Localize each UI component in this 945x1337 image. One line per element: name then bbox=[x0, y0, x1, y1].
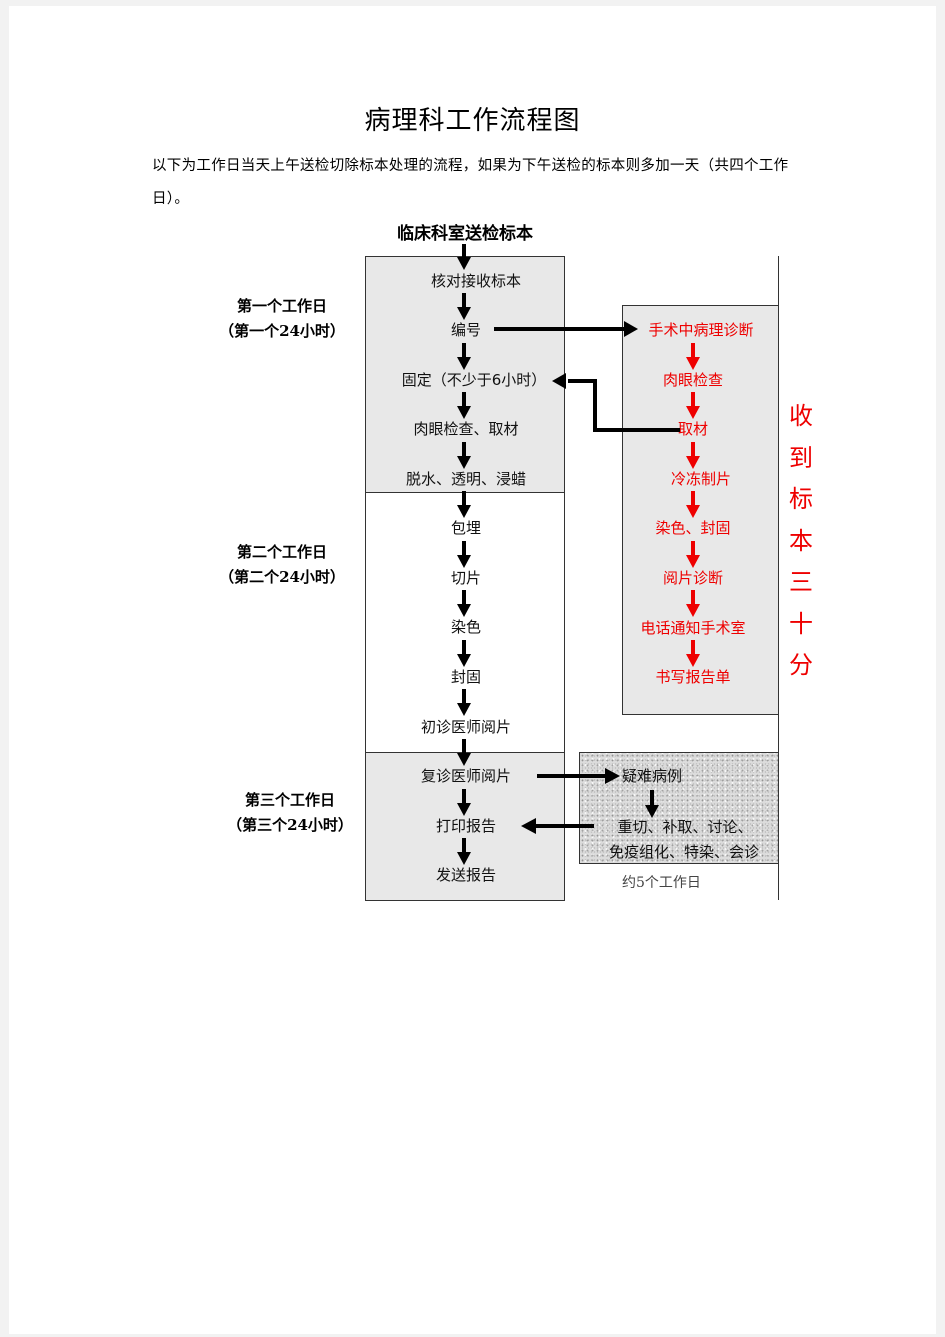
difficult-case-duration: 约5个工作日 bbox=[622, 875, 701, 891]
day1-hours: （第一个24小时） bbox=[219, 322, 345, 340]
frozen-arrow-2 bbox=[686, 442, 700, 469]
frozen-step-diagnosis: 阅片诊断 bbox=[662, 569, 724, 587]
frozen-arrow-1 bbox=[686, 392, 700, 419]
frozen-arrow-5 bbox=[686, 590, 700, 617]
start-label: 临床科室送检标本 bbox=[397, 224, 533, 244]
step-numbering: 编号 bbox=[450, 321, 482, 339]
step-print-report: 打印报告 bbox=[435, 817, 497, 835]
main-arrow-2 bbox=[457, 343, 471, 370]
main-arrow-4 bbox=[457, 442, 471, 469]
arrow-review-to-difficult bbox=[537, 768, 620, 784]
frozen-step-report: 书写报告单 bbox=[655, 668, 731, 686]
frozen-step-stain: 染色、封固 bbox=[655, 519, 731, 537]
day1-label: 第一个工作日 （第一个24小时） bbox=[192, 294, 372, 344]
frozen-time-note: 收到标本三十分 bbox=[789, 402, 813, 679]
day2-label: 第二个工作日 （第二个24小时） bbox=[192, 540, 372, 590]
step-receive: 核对接收标本 bbox=[430, 272, 522, 290]
arrow-numbering-to-frozen bbox=[494, 321, 638, 337]
day1-name: 第一个工作日 bbox=[236, 297, 327, 315]
step-send-report: 发送报告 bbox=[435, 866, 497, 884]
main-arrow-12 bbox=[457, 838, 471, 865]
day3-name: 第三个工作日 bbox=[244, 791, 335, 809]
frozen-flow-arrows bbox=[686, 343, 700, 667]
step-fixation: 固定（不少于6小时） bbox=[401, 371, 547, 389]
day3-hours: （第三个24小时） bbox=[227, 816, 353, 834]
step-gross-exam: 肉眼检查、取材 bbox=[413, 420, 519, 438]
frozen-step-sampling: 取材 bbox=[677, 420, 709, 438]
step-sectioning: 切片 bbox=[450, 569, 482, 587]
main-arrow-7 bbox=[457, 590, 471, 617]
main-arrow-8 bbox=[457, 640, 471, 667]
arrow-difficult-down bbox=[645, 790, 659, 818]
arrow-frozen-sampling-to-fixation bbox=[552, 373, 680, 432]
difficult-case-actions-2: 免疫组化、特染、会诊 bbox=[608, 843, 760, 861]
frozen-arrow-6 bbox=[686, 640, 700, 667]
step-second-review: 复诊医师阅片 bbox=[420, 767, 512, 785]
vertical-divider-line bbox=[778, 256, 780, 900]
arrow-difficult-to-print bbox=[521, 818, 594, 834]
frozen-arrow-4 bbox=[686, 541, 700, 568]
frozen-step-intraop: 手术中病理诊断 bbox=[648, 321, 754, 339]
page-title: 病理科工作流程图 bbox=[364, 106, 581, 136]
main-arrow-1 bbox=[457, 293, 471, 320]
frozen-step-cryosection: 冷冻制片 bbox=[670, 470, 732, 488]
main-arrow-11 bbox=[457, 789, 471, 816]
step-initial-review: 初诊医师阅片 bbox=[420, 718, 512, 736]
main-arrow-10 bbox=[457, 739, 471, 766]
difficult-case-box bbox=[579, 752, 779, 864]
main-arrow-3 bbox=[457, 392, 471, 419]
step-embedding: 包埋 bbox=[450, 519, 482, 537]
frozen-step-gross: 肉眼检查 bbox=[662, 371, 724, 389]
frozen-section-box bbox=[622, 305, 779, 715]
step-staining: 染色 bbox=[450, 618, 482, 636]
step-processing: 脱水、透明、浸蜡 bbox=[405, 470, 527, 488]
frozen-step-notify: 电话通知手术室 bbox=[640, 619, 746, 637]
intro-paragraph: 以下为工作日当天上午送检切除标本处理的流程，如果为下午送检的标本则多加一天（共四… bbox=[152, 158, 789, 207]
day2-name: 第二个工作日 bbox=[236, 543, 327, 561]
difficult-case-actions-1: 重切、补取、讨论、 bbox=[617, 818, 753, 836]
step-mounting: 封固 bbox=[450, 668, 482, 686]
day3-label: 第三个工作日 （第三个24小时） bbox=[200, 788, 380, 838]
main-arrow-0 bbox=[457, 244, 471, 270]
main-arrow-9 bbox=[457, 689, 471, 716]
frozen-arrow-3 bbox=[686, 491, 700, 518]
main-flow-arrows bbox=[457, 244, 471, 865]
main-arrow-6 bbox=[457, 541, 471, 568]
day2-hours: （第二个24小时） bbox=[219, 568, 345, 586]
difficult-case-title: 疑难病例 bbox=[621, 767, 683, 785]
main-arrow-5 bbox=[457, 491, 471, 518]
frozen-arrow-0 bbox=[686, 343, 700, 370]
